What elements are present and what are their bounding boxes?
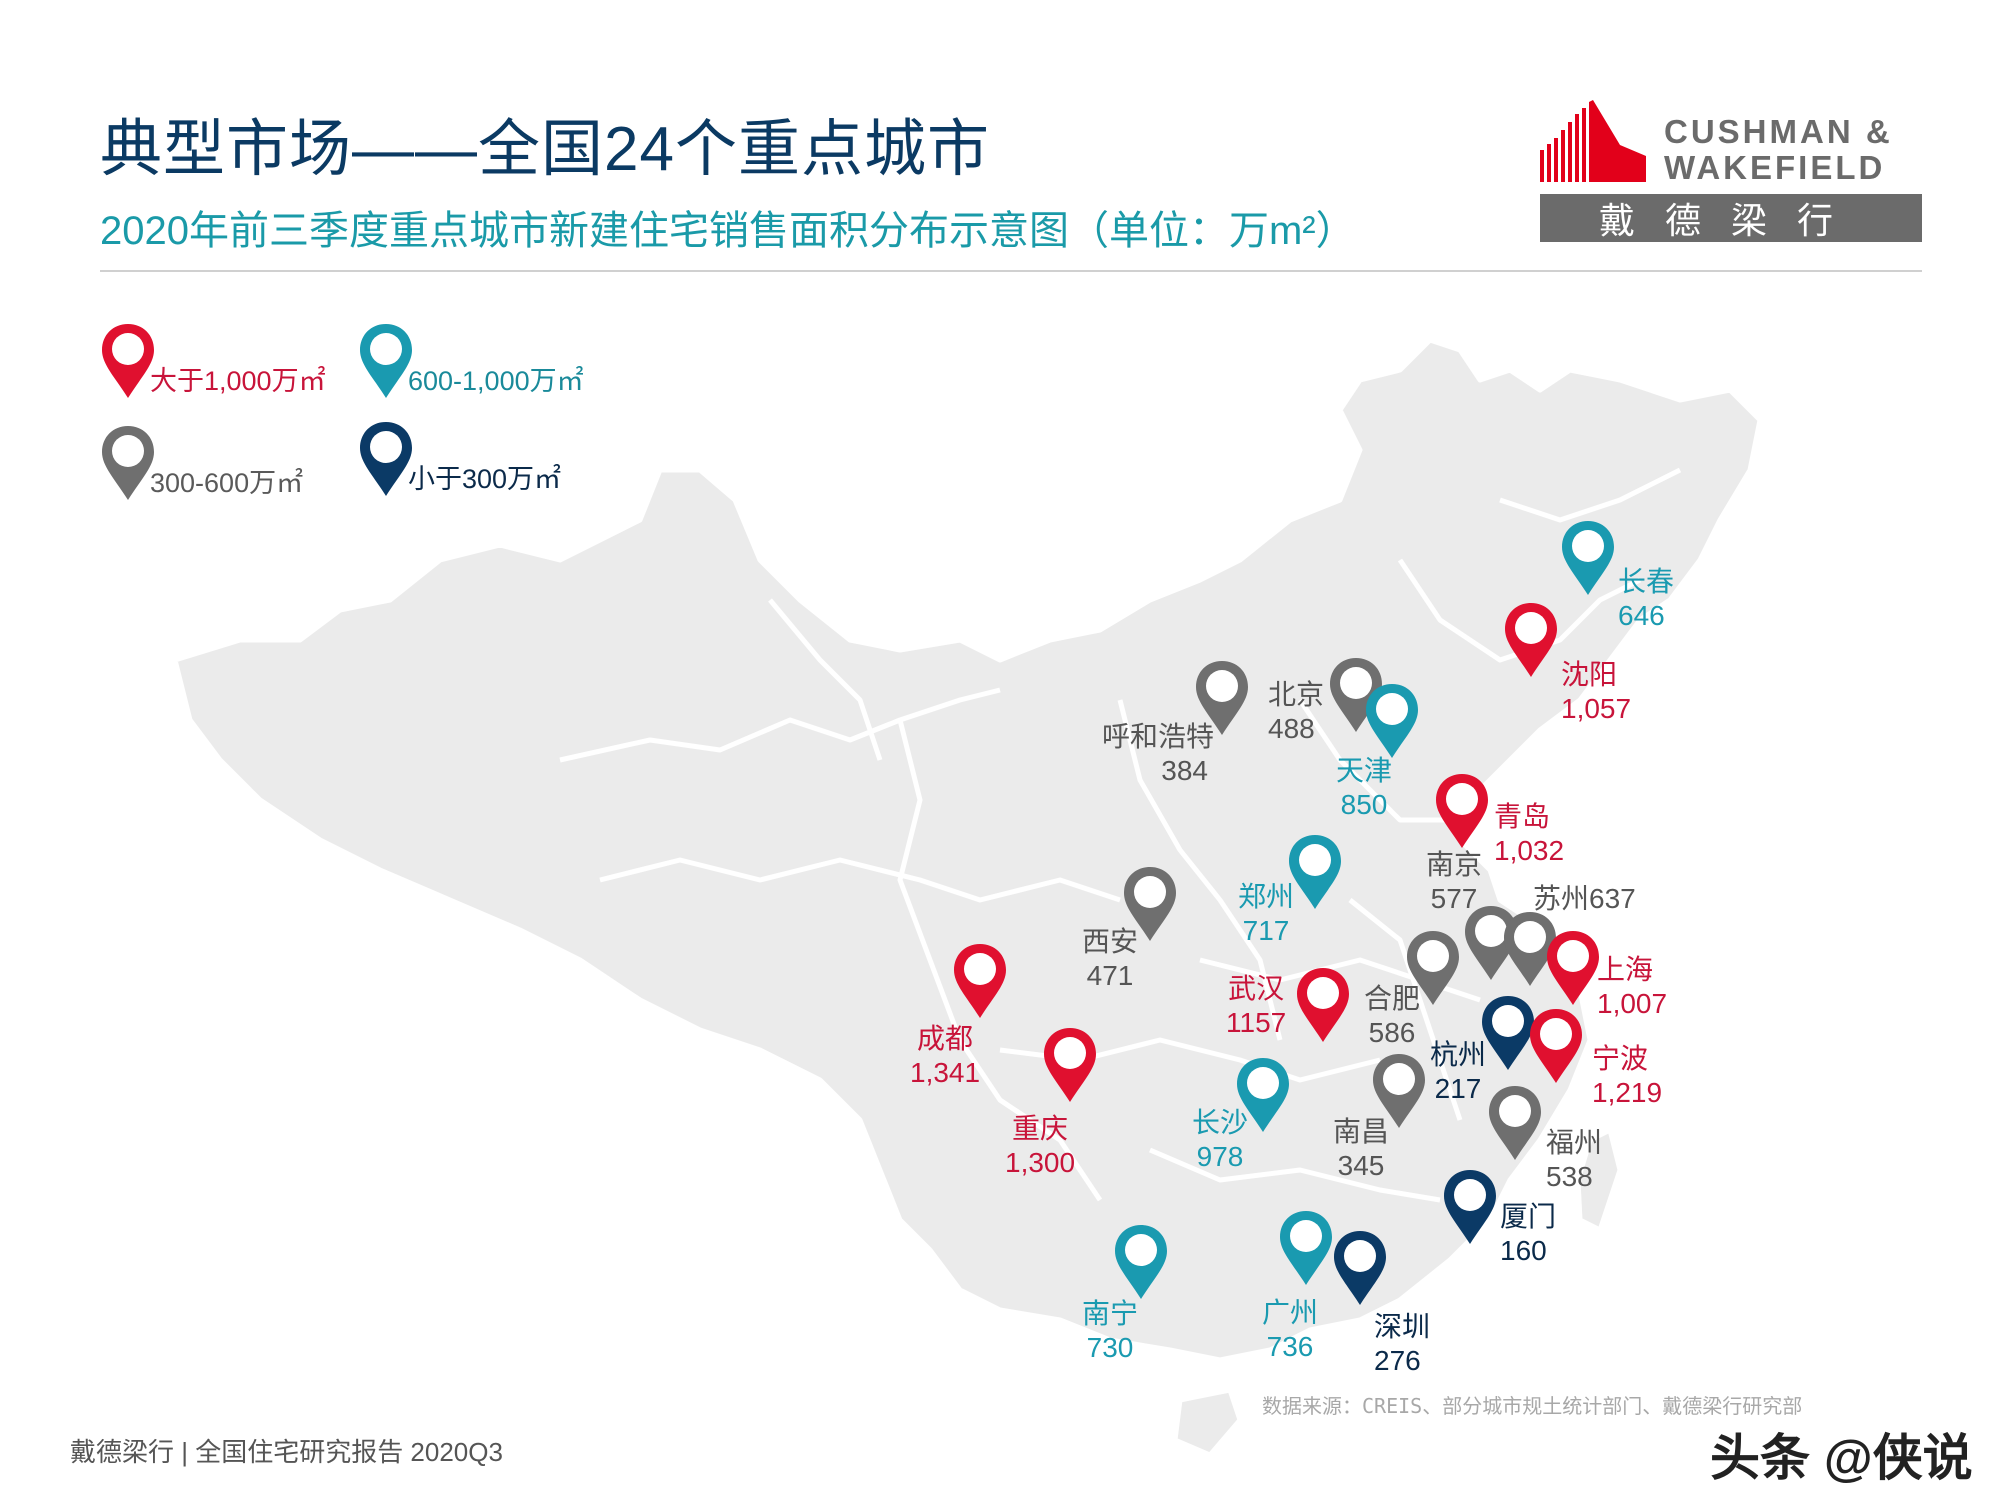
pin-shanghai[interactable] <box>1545 929 1601 1007</box>
logo-wordmark: CUSHMAN & WAKEFIELD <box>1664 113 1893 186</box>
legend-item-300-600: 300-600万㎡ <box>100 424 303 502</box>
map-pin-icon <box>358 420 414 498</box>
map-pin-icon <box>100 322 156 400</box>
pin-xiamen[interactable] <box>1442 1168 1498 1246</box>
pin-shenzhen[interactable] <box>1332 1229 1388 1307</box>
watermark: 头条 @侠说 <box>1710 1430 1973 1486</box>
legend-item-600-1000: 600-1,000万㎡ <box>358 322 584 400</box>
pin-nanning[interactable] <box>1113 1223 1169 1301</box>
logo-chinese-name: 戴德梁行 <box>1540 194 1922 242</box>
cushman-wakefield-logo: CUSHMAN & WAKEFIELD 戴德梁行 <box>1540 100 1922 245</box>
footer-report-name: 戴德梁行 | 全国住宅研究报告 2020Q3 <box>70 1437 503 1467</box>
taiwan <box>1575 1127 1623 1233</box>
pin-tianjin[interactable] <box>1364 682 1420 760</box>
page-title: 典型市场——全国24个重点城市 <box>100 115 990 184</box>
hainan <box>1172 1387 1243 1458</box>
pin-chengdu[interactable] <box>952 942 1008 1020</box>
data-source-note: 数据来源：CREIS、部分城市规土统计部门、戴德梁行研究部 <box>1262 1394 1803 1418</box>
china-mainland <box>172 337 1763 1363</box>
map-pin-icon <box>358 322 414 400</box>
pin-wuhan[interactable] <box>1295 966 1351 1044</box>
building-bars-icon <box>1540 100 1646 182</box>
pin-guangzhou[interactable] <box>1278 1209 1334 1287</box>
header-divider <box>100 270 1922 272</box>
map-pin-icon <box>100 424 156 502</box>
pin-shenyang[interactable] <box>1503 601 1559 679</box>
pin-ningbo[interactable] <box>1528 1007 1584 1085</box>
page-subtitle: 2020年前三季度重点城市新建住宅销售面积分布示意图（单位：万m²） <box>100 209 1356 253</box>
pin-zhengzhou[interactable] <box>1287 833 1343 911</box>
legend-item-over-1000: 大于1,000万㎡ <box>100 322 326 400</box>
pin-changchun[interactable] <box>1560 519 1616 597</box>
pin-chongqing[interactable] <box>1042 1026 1098 1104</box>
city-label-suzhou: 苏州637 <box>1533 883 1636 914</box>
pin-fuzhou[interactable] <box>1487 1084 1543 1162</box>
legend-item-under-300: 小于300万㎡ <box>358 420 561 498</box>
pin-qingdao[interactable] <box>1434 772 1490 850</box>
